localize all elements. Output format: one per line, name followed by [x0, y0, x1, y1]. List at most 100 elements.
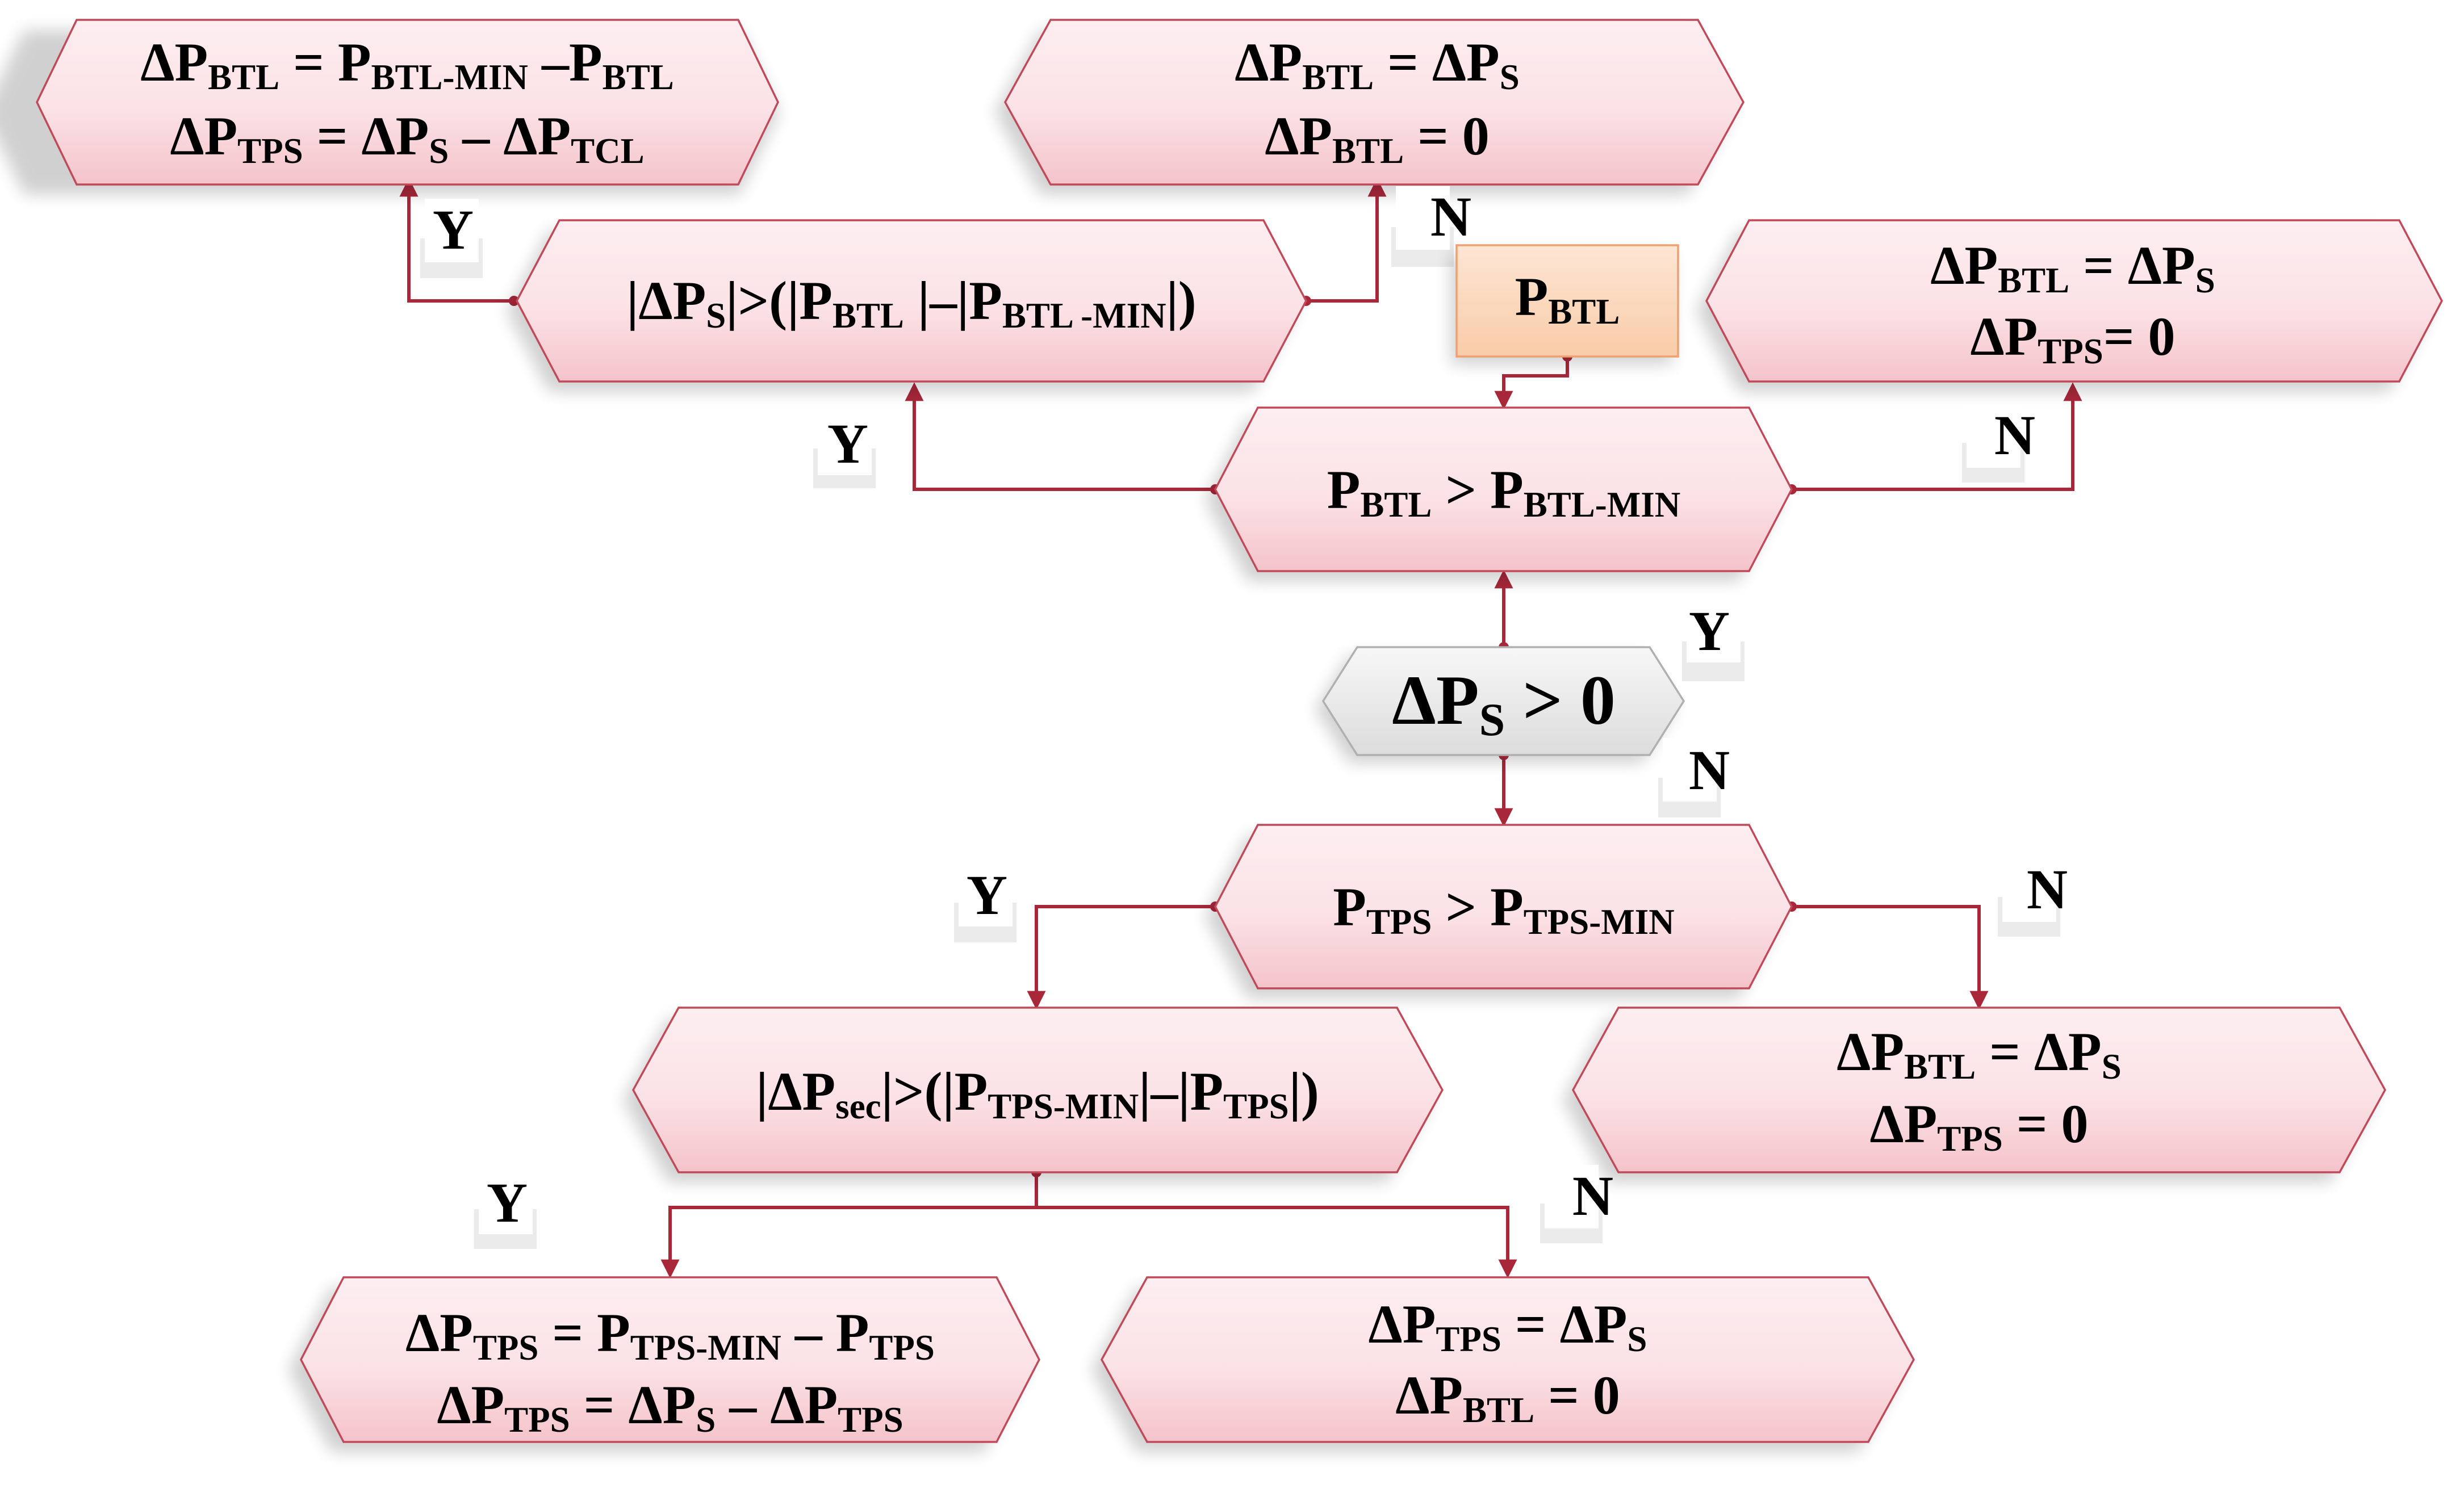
- node-bottom-right-line2: ΔPBTL = 0: [1395, 1365, 1620, 1430]
- formula-text: |): [1166, 270, 1197, 331]
- subscript-text: BTL: [1548, 292, 1620, 332]
- subscript-text: BTL: [208, 57, 279, 97]
- subscript-text: BTL: [1998, 261, 2069, 300]
- subscript-text: S: [429, 131, 449, 171]
- formula-text: |ΔP: [756, 1061, 835, 1122]
- node-cond-pbtl-line1: PBTL > PBTL-MIN: [1327, 459, 1681, 525]
- formula-text: = ΔP: [303, 106, 429, 166]
- subscript-text: TPS: [838, 1400, 903, 1440]
- formula-text: |>(|P: [881, 1061, 988, 1122]
- subscript-text: TPS: [1436, 1319, 1501, 1359]
- node-bottom-right: ΔPTPS = ΔPS ΔPBTL = 0: [1091, 1276, 1915, 1452]
- node-bottom-left-line1: ΔPTPS = PTPS-MIN – PTPS: [405, 1302, 935, 1368]
- node-cond-btl-abs: |ΔPS|>(|PBTL |–|PBTL -MIN|): [507, 219, 1307, 392]
- formula-text: – P: [781, 1302, 869, 1363]
- subscript-text: TPS-MIN: [1524, 902, 1675, 942]
- node-cond-dps: ΔPS > 0: [1315, 646, 1685, 763]
- subscript-text: TPS: [2038, 332, 2103, 371]
- formula-text: = ΔP: [1374, 32, 1500, 93]
- node-right-top: ΔPBTL = ΔPS ΔPTPS= 0: [1696, 219, 2443, 392]
- label-n5: N: [1572, 1164, 1613, 1227]
- label-y3: Y: [1689, 599, 1730, 662]
- formula-text: ΔP: [170, 106, 237, 166]
- formula-text: ΔP: [1970, 306, 2038, 367]
- subscript-text: BTL: [1332, 131, 1404, 171]
- formula-text: = 0: [1404, 106, 1490, 166]
- formula-text: > 0: [1505, 661, 1616, 739]
- formula-text: = ΔP: [1501, 1294, 1628, 1355]
- formula-text: = P: [279, 32, 371, 93]
- formula-text: ΔP: [1837, 1021, 1904, 1082]
- node-cond-pbtl: PBTL > PBTL-MIN: [1205, 406, 1793, 581]
- node-cond-dps-line1: ΔPS > 0: [1392, 661, 1616, 745]
- subscript-text: BTL-MIN: [371, 57, 529, 97]
- subscript-text: BTL: [1360, 485, 1432, 525]
- formula-text: > P: [1432, 459, 1523, 520]
- connector-input-to-cond-pbtl: [1494, 357, 1569, 410]
- node-input-pbtl-line1: PBTL: [1515, 266, 1620, 332]
- connector-cond-pbtl-yes: [905, 382, 1215, 491]
- formula-text: = 0: [2103, 306, 2176, 367]
- label-n3: N: [1689, 739, 1730, 802]
- label-y5: Y: [487, 1171, 528, 1234]
- subscript-text: TPS: [504, 1400, 570, 1440]
- node-top-left-line1: ΔPBTL = PBTL-MIN –PBTL: [140, 32, 673, 97]
- formula-text: |–|P: [904, 270, 1002, 331]
- node-bottom-left: ΔPTPS = PTPS-MIN – PTPS ΔPTPS = ΔPS – ΔP…: [288, 1276, 1040, 1452]
- formula-text: –P: [528, 32, 603, 93]
- subscript-text: BTL: [1463, 1390, 1534, 1430]
- formula-text: – ΔP: [449, 106, 571, 166]
- formula-text: ΔP: [140, 32, 208, 93]
- subscript-text: TCL: [571, 131, 645, 171]
- node-cond-ptps-line1: PTPS > PTPS-MIN: [1333, 877, 1675, 942]
- formula-text: P: [1515, 266, 1549, 327]
- node-right-mid: ΔPBTL = ΔPS ΔPTPS = 0: [1563, 1007, 2386, 1182]
- formula-text: P: [1333, 877, 1366, 937]
- node-top-middle-line1: ΔPBTL = ΔPS: [1235, 32, 1519, 97]
- subscript-text: TPS: [1223, 1087, 1289, 1126]
- formula-text: = P: [538, 1302, 630, 1363]
- node-cond-ptps: PTPS > PTPS-MIN: [1205, 824, 1793, 999]
- formula-text: ΔP: [1265, 106, 1332, 166]
- subscript-text: TPS: [237, 131, 303, 171]
- connector-cond-btl-abs-yes: [399, 178, 514, 303]
- subscript-text: TPS: [869, 1328, 935, 1368]
- subscript-text: BTL: [1904, 1047, 1976, 1087]
- subscript-text: BTL: [833, 296, 904, 336]
- node-cond-sec-line1: |ΔPsec|>(|PTPS-MIN|–|PTPS|): [756, 1061, 1319, 1126]
- formula-text: – ΔP: [716, 1374, 838, 1435]
- node-bottom-left-line2: ΔPTPS = ΔPS – ΔPTPS: [437, 1374, 903, 1440]
- label-n1: N: [1430, 185, 1471, 248]
- subscript-text: TPS: [473, 1328, 539, 1368]
- formula-text: ΔP: [1869, 1093, 1937, 1154]
- node-right-top-line1: ΔPBTL = ΔPS: [1930, 235, 2215, 300]
- connector-cond-sec-no: [1036, 1206, 1517, 1278]
- node-right-mid-line1: ΔPBTL = ΔPS: [1837, 1021, 2121, 1087]
- connector-cond-btl-abs-no: [1306, 178, 1387, 303]
- formula-text: > P: [1432, 877, 1523, 937]
- formula-text: ΔP: [1369, 1294, 1436, 1355]
- label-y2: Y: [827, 412, 868, 475]
- connector-cond-ptps-no: [1792, 905, 1989, 1010]
- formula-text: |>(|P: [726, 270, 833, 331]
- node-top-middle-line2: ΔPBTL = 0: [1265, 106, 1490, 171]
- formula-text: |–|P: [1139, 1061, 1223, 1122]
- subscript-text: S: [1627, 1319, 1647, 1359]
- subscript-text: S: [1500, 57, 1520, 97]
- formula-text: ΔP: [1392, 661, 1479, 739]
- label-n2: N: [1994, 404, 2035, 467]
- formula-text: P: [1327, 459, 1361, 520]
- formula-text: ΔP: [1930, 235, 1998, 296]
- formula-text: = ΔP: [1976, 1021, 2102, 1082]
- connector-cond-sec-yes: [660, 1172, 1038, 1278]
- subscript-text: TPS: [1366, 902, 1432, 942]
- node-right-top-line2: ΔPTPS= 0: [1970, 306, 2175, 371]
- node-top-left: ΔPBTL = PBTL-MIN –PBTL ΔPTPS = ΔPS – ΔPT…: [0, 19, 779, 195]
- subscript-text: S: [1479, 694, 1505, 745]
- label-y4: Y: [967, 863, 1007, 926]
- label-n4: N: [2027, 858, 2068, 921]
- branch-labels: Y N Y N Y N Y N Y N: [420, 185, 2068, 1249]
- node-top-left-line2: ΔPTPS = ΔPS – ΔPTCL: [170, 106, 644, 171]
- formula-text: |): [1289, 1061, 1319, 1122]
